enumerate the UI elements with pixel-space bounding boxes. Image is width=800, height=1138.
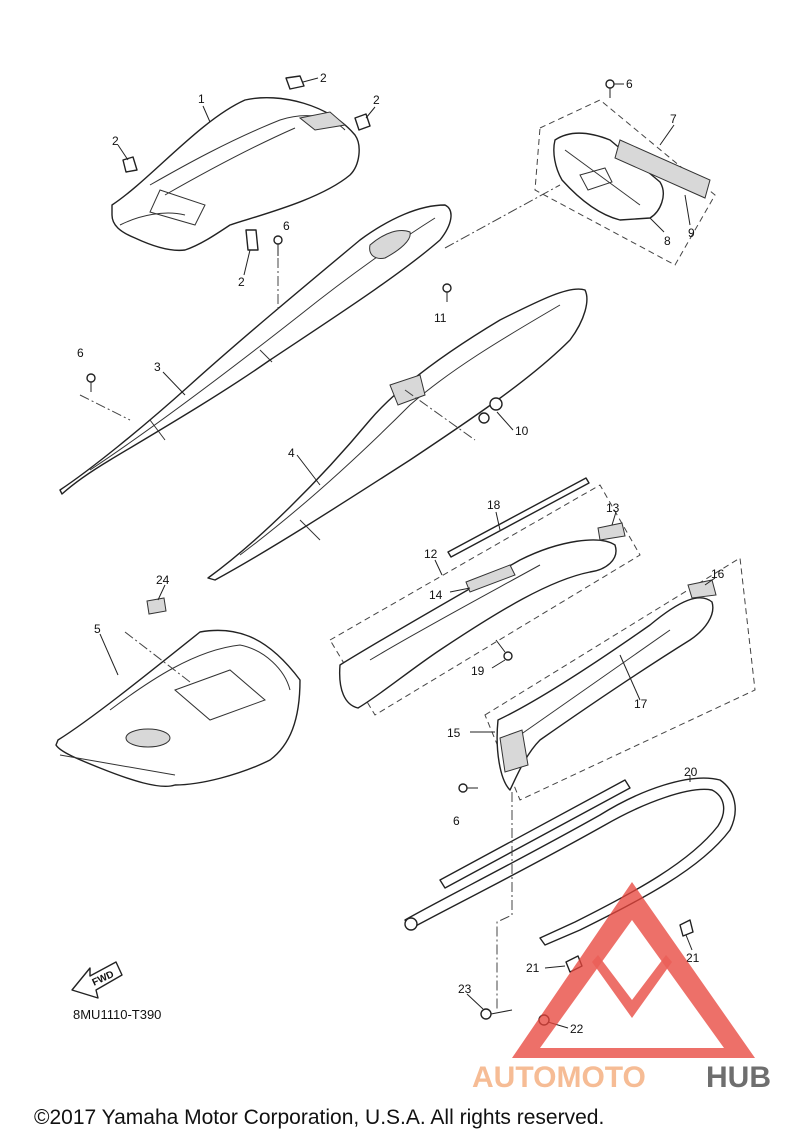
callout-23: 23 xyxy=(458,982,472,996)
part-18-strip xyxy=(447,477,590,558)
part-2-clip-lower xyxy=(245,229,259,251)
callout-numbers: 1 2 2 2 2 6 6 6 6 7 8 9 11 3 10 4 18 13 … xyxy=(77,71,725,1036)
part-4-side-rail xyxy=(207,288,588,581)
callout-leaders xyxy=(99,77,716,1029)
callout-2-lower: 2 xyxy=(238,275,245,289)
part-6-screw-top xyxy=(605,79,615,98)
reference-lines xyxy=(79,184,561,1010)
part-12-assembly-group xyxy=(329,484,641,716)
watermark-brand-part1: AUTOMOTO xyxy=(472,1061,646,1094)
part-7-assembly-group xyxy=(534,99,716,266)
callout-6-lower: 6 xyxy=(453,814,460,828)
watermark-brand-part2: HUB xyxy=(706,1061,771,1094)
watermark-triangle-icon xyxy=(512,882,755,1058)
part-6-screw-left xyxy=(86,373,96,392)
callout-11: 11 xyxy=(434,311,447,325)
callout-8: 8 xyxy=(664,234,671,248)
callout-17: 17 xyxy=(634,697,648,711)
callout-6-left: 6 xyxy=(77,346,84,360)
callout-19: 19 xyxy=(471,664,485,678)
callout-5: 5 xyxy=(94,622,101,636)
part-10-nut xyxy=(478,397,503,424)
callout-10: 10 xyxy=(515,424,529,438)
callout-2-top: 2 xyxy=(320,71,327,85)
part-11-screw xyxy=(442,283,452,302)
callout-3: 3 xyxy=(154,360,161,374)
part-20-grab-rail xyxy=(404,777,736,946)
callout-21-left: 21 xyxy=(526,961,540,975)
copyright-notice: ©2017 Yamaha Motor Corporation, U.S.A. A… xyxy=(34,1106,604,1129)
callout-7: 7 xyxy=(670,112,677,126)
part-1-top-cover xyxy=(111,97,360,252)
part-13-label xyxy=(597,522,626,541)
figure-code: 8MU1110-T390 xyxy=(73,1007,161,1022)
part-3-side-rail xyxy=(59,204,452,495)
part-16-label xyxy=(687,579,717,599)
callout-4: 4 xyxy=(288,446,295,460)
callout-22: 22 xyxy=(570,1022,584,1036)
callout-2-right: 2 xyxy=(373,93,380,107)
callout-21-right: 21 xyxy=(686,951,700,965)
callout-6-top: 6 xyxy=(626,77,633,91)
callout-6-center: 6 xyxy=(283,219,290,233)
part-6-screw-lower xyxy=(458,783,478,793)
callout-14: 14 xyxy=(429,588,443,602)
part-2-clip-top xyxy=(285,75,305,90)
callout-1: 1 xyxy=(198,92,205,106)
part-23-bolt xyxy=(480,1008,513,1020)
callout-9: 9 xyxy=(688,226,695,240)
part-15-assembly-group xyxy=(484,557,756,801)
part-21-bolt-right xyxy=(679,919,694,937)
part-5-storage-box xyxy=(55,629,301,787)
part-19-screw xyxy=(495,639,513,661)
callout-12: 12 xyxy=(424,547,438,561)
watermark-logo: AUTOMOTO HUB xyxy=(472,882,771,1094)
callout-15: 15 xyxy=(447,726,461,740)
callout-13: 13 xyxy=(606,501,620,515)
callout-16: 16 xyxy=(711,567,725,581)
callout-18: 18 xyxy=(487,498,501,512)
part-24-label xyxy=(146,597,167,615)
callout-2-left: 2 xyxy=(112,134,119,148)
callout-20: 20 xyxy=(684,765,698,779)
part-2-clip-left xyxy=(122,156,138,173)
part-6-screw-center xyxy=(273,235,283,256)
fwd-arrow-icon: FWD xyxy=(71,961,123,999)
callout-24: 24 xyxy=(156,573,170,587)
